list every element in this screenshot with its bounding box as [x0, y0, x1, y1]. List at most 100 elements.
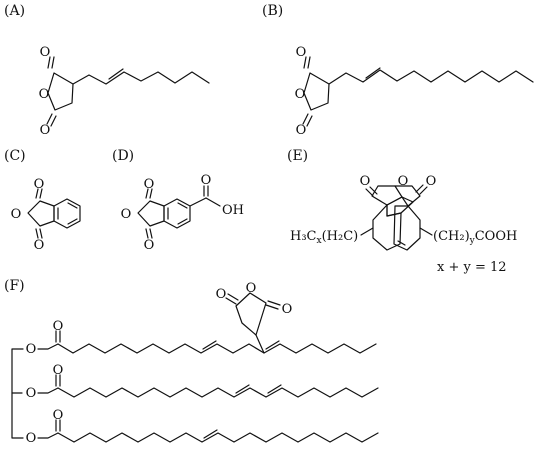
oxygen-atom: O: [426, 174, 437, 189]
carbonyl-bond: [302, 113, 309, 125]
anhydride-ring: [47, 72, 74, 111]
oxygen-atom: O: [144, 238, 155, 253]
aromatic-bond: [177, 218, 188, 225]
ester-bond: [37, 387, 59, 394]
carbonyl-bond: [39, 188, 43, 199]
panel-b: (B) O O O: [262, 3, 534, 138]
oxygen-atom: O: [216, 287, 227, 302]
fatty-acyl-chain: [57, 387, 379, 398]
aromatic-bond: [177, 202, 188, 209]
panel-b-label: (B): [262, 3, 283, 19]
panel-f: (F): [4, 278, 379, 446]
substituent-bond: [360, 227, 374, 236]
ring-fusion-bond: [386, 212, 402, 217]
double-bond: [267, 384, 282, 394]
carbonyl-bond: [265, 304, 279, 310]
alkyl-chain-label: H₃Cx(H₂C): [290, 229, 358, 246]
cyclohexene-ring-left: [372, 204, 402, 251]
carbonyl-bond: [225, 297, 237, 305]
panel-c: (C) O O O: [4, 148, 81, 253]
carbonyl-bond: [35, 188, 39, 199]
panel-f-label: (F): [4, 278, 25, 294]
panel-c-structure: O O O: [11, 177, 81, 253]
cyclohexene-ring: [393, 205, 421, 251]
panel-d-label: (D): [112, 148, 134, 164]
oxygen-atom: O: [282, 302, 293, 317]
substituent-bond: [419, 227, 433, 236]
panel-e-structure: O O O H₃Cx(H₂C) (CH₂)yCOOH x + y = 12: [290, 174, 517, 275]
double-bond: [108, 68, 124, 80]
oxygen-atom: O: [40, 123, 51, 138]
anhydride-ring: [137, 200, 165, 227]
carbonyl-bond: [51, 56, 55, 69]
ester-bond: [37, 432, 59, 439]
panel-a: (A) O O O: [4, 3, 210, 138]
panel-e: (E) O O O H₃Cx(H₂C) (CH₂)yCOOH x + y = 1…: [287, 148, 517, 275]
carboxyl-bond: [189, 197, 207, 207]
carbonyl-bond: [46, 113, 53, 125]
alkenyl-chain: [72, 71, 210, 85]
panel-a-structure: O O O: [39, 45, 210, 138]
oxygen-atom: O: [26, 386, 37, 401]
carbonyl-bond: [419, 186, 428, 195]
benzene-ring: [163, 198, 191, 229]
carbonyl-bond: [50, 115, 57, 127]
anhydride-ring: [235, 292, 267, 336]
oxygen-atom: O: [40, 45, 51, 60]
oxygen-atom: O: [201, 173, 212, 188]
carbonyl-bond: [149, 188, 153, 199]
aromatic-bond: [67, 202, 78, 209]
oxygen-atom: O: [53, 363, 64, 378]
double-bond: [397, 240, 406, 246]
carbonyl-bond: [369, 186, 378, 195]
oxygen-atom: O: [26, 342, 37, 357]
anhydride-ring-right: [394, 185, 421, 207]
carbonyl-bond: [39, 228, 43, 239]
stoichiometry-equation: x + y = 12: [437, 260, 507, 275]
double-bond: [203, 429, 218, 439]
oxygen-atom: O: [296, 45, 307, 60]
aromatic-bond: [67, 218, 78, 225]
oxygen-atom: O: [34, 238, 45, 253]
carbonyl-bond: [149, 228, 153, 239]
carboxy-chain-label: (CH₂)yCOOH: [433, 229, 517, 246]
carbonyl-bond: [415, 184, 424, 193]
anhydride-attachment: [255, 334, 265, 354]
panel-d-structure: O O O O OH: [121, 173, 244, 253]
oxygen-atom: O: [296, 123, 307, 138]
oxygen-atom: O: [11, 207, 22, 222]
carbonyl-bond: [227, 293, 239, 301]
panel-d: (D) O O O O OH: [112, 148, 244, 253]
carbonyl-bond: [35, 228, 39, 239]
oxygen-atom: O: [246, 281, 257, 296]
anhydride-ring-upper: [371, 185, 403, 206]
oxygen-atom: O: [26, 431, 37, 446]
oxygen-atom: O: [360, 174, 371, 189]
oxygen-atom: O: [295, 87, 306, 102]
hydroxyl-label: OH: [222, 203, 244, 218]
benzene-ring: [53, 198, 81, 229]
hydroxyl-bond: [205, 197, 221, 207]
carbonyl-bond: [267, 300, 281, 306]
panel-e-label: (E): [287, 148, 308, 164]
fatty-acyl-chain: [57, 343, 377, 354]
fatty-acyl-chain: [57, 432, 379, 443]
panel-a-label: (A): [4, 3, 25, 19]
oxygen-atom: O: [121, 207, 132, 222]
carbonyl-bond: [47, 56, 51, 69]
alkenyl-chain: [328, 69, 534, 85]
oxygen-atom: O: [144, 177, 155, 192]
oxygen-atom: O: [39, 87, 50, 102]
carbonyl-bond: [145, 188, 149, 199]
anhydride-ring: [303, 72, 330, 111]
panel-c-label: (C): [4, 148, 26, 164]
double-bond: [265, 340, 280, 350]
oxygen-atom: O: [53, 319, 64, 334]
oxygen-atom: O: [398, 174, 409, 189]
carbonyl-bond: [303, 56, 307, 69]
ester-bond: [37, 343, 59, 350]
carbonyl-bond: [307, 56, 311, 69]
oxygen-atom: O: [53, 408, 64, 423]
